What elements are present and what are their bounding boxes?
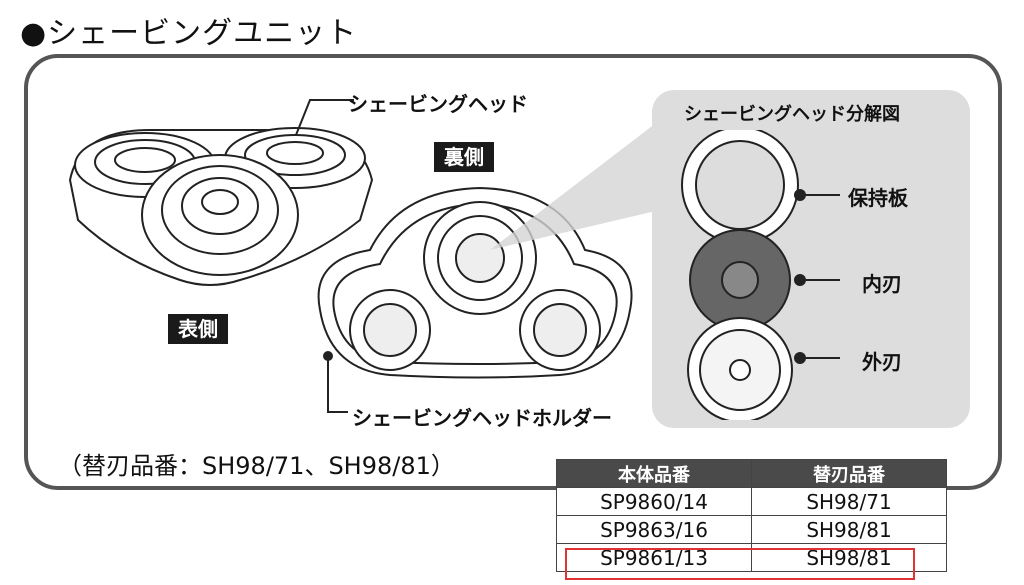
body-model-cell: SP9863/16 [556, 515, 752, 544]
header-body-model: 本体品番 [556, 459, 752, 488]
shaving-head-holder-illustration [317, 186, 633, 379]
shaving-head-label: シェービングヘッド [348, 92, 528, 116]
shaving-unit-front-illustration [68, 127, 374, 286]
shaving-head-leader [295, 99, 354, 136]
back-side-tag: 裏側 [434, 142, 494, 172]
exploded-parts-illustration [681, 130, 840, 420]
exploded-callout-wedge [490, 120, 660, 250]
front-side-tag: 表側 [168, 314, 228, 344]
holder-label: シェービングヘッドホルダー [352, 406, 612, 430]
table-row: SP9860/14 SH98/71 [556, 487, 947, 516]
table-header-row: 本体品番 替刃品番 [556, 459, 947, 488]
inner-blade-label: 内刃 [862, 272, 902, 296]
replacement-note: （替刃品番：SH98/71、SH98/81） [58, 452, 455, 480]
section-heading: ●シェービングユニット [20, 16, 358, 51]
replacement-model-cell: SH98/71 [751, 487, 947, 516]
body-model-cell: SP9860/14 [556, 487, 752, 516]
model-table: 本体品番 替刃品番 SP9860/14 SH98/71 SP9863/16 SH… [556, 459, 947, 572]
outer-blade-label: 外刃 [862, 350, 902, 374]
header-replacement-model: 替刃品番 [751, 459, 947, 488]
table-row: SP9863/16 SH98/81 [556, 515, 947, 544]
highlighted-row-box [565, 548, 915, 580]
holder-leader [323, 351, 348, 413]
replacement-model-cell: SH98/81 [751, 515, 947, 544]
exploded-view-title: シェービングヘッド分解図 [684, 104, 900, 125]
retaining-plate-label: 保持板 [848, 186, 908, 210]
